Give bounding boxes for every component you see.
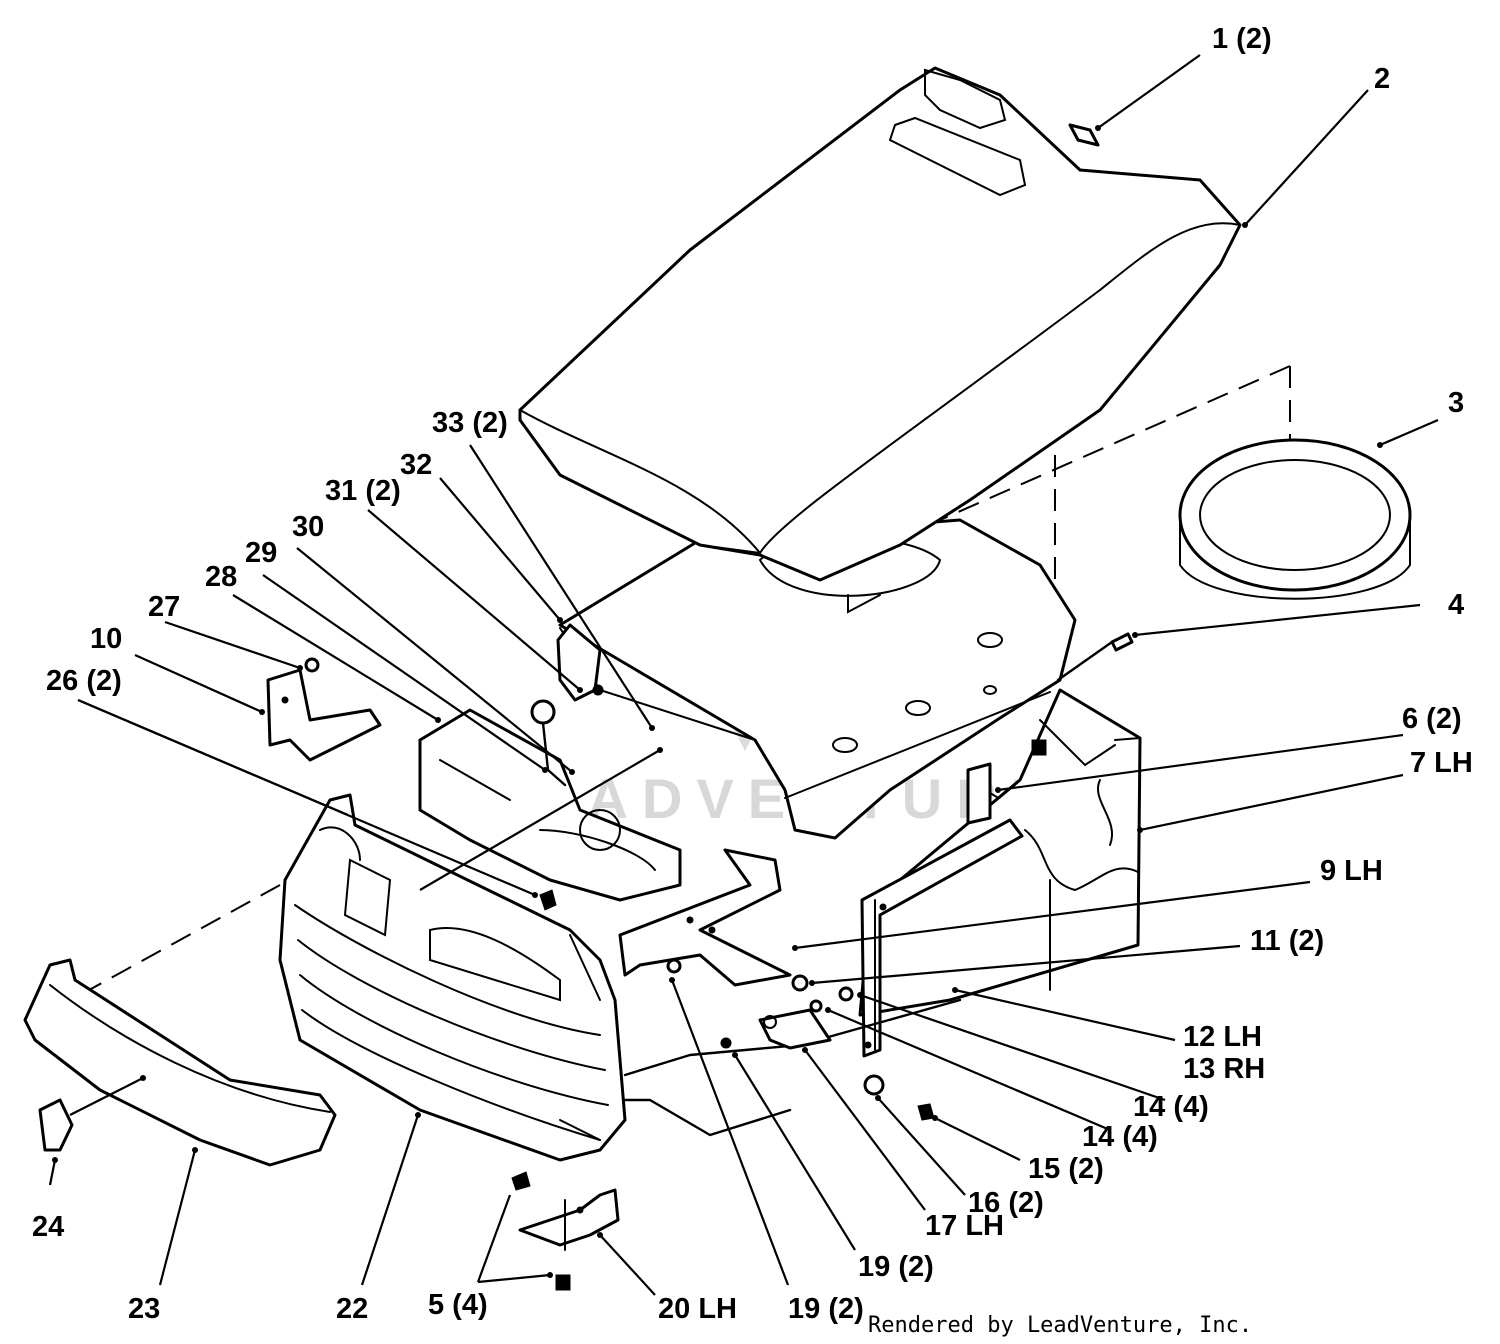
label-part-9: 9 LH: [1320, 855, 1383, 887]
label-part-7: 7 LH: [1410, 747, 1473, 779]
hardware-fasteners: [511, 632, 1134, 1291]
emblem-part-24: [38, 1098, 74, 1152]
label-part-20: 20 LH: [658, 1293, 737, 1325]
label-part-6: 6 (2): [1402, 703, 1462, 735]
label-part-23: 23: [128, 1293, 160, 1325]
label-part-14b: 14 (4): [1082, 1121, 1158, 1153]
label-part-27: 27: [148, 591, 180, 623]
label-part-32: 32: [400, 449, 432, 481]
label-part-22: 22: [336, 1293, 368, 1325]
block-part-6: [966, 762, 992, 825]
fastener-part-27: [304, 657, 320, 673]
label-part-15: 15 (2): [1028, 1153, 1104, 1185]
bumper-part-23: [23, 958, 337, 1167]
label-part-33: 33 (2): [432, 407, 508, 439]
render-credit: Rendered by LeadVenture, Inc.: [868, 1313, 1252, 1338]
side-panel-part-7: [858, 688, 1142, 1017]
label-part-12: 12 LH: [1183, 1021, 1262, 1053]
bracket-part-10: [266, 668, 382, 762]
label-part-4: 4: [1448, 589, 1464, 621]
grille-part-22: [278, 793, 627, 1162]
hood-part-2: [518, 66, 1242, 840]
label-part-3: 3: [1448, 387, 1464, 419]
part-labels: 1 (2) 2 3 4 6 (2) 7 LH 9 LH 11 (2) 12 LH…: [32, 23, 1473, 1325]
bracket-part-9: [618, 848, 792, 987]
bracket-part-20: [518, 1188, 620, 1251]
label-part-19a: 19 (2): [858, 1251, 934, 1283]
screw-part-31: [592, 684, 604, 696]
label-part-29: 29: [245, 537, 277, 569]
label-part-31: 31 (2): [325, 475, 401, 507]
label-part-11: 11 (2): [1250, 925, 1324, 957]
label-part-26: 26 (2): [46, 665, 122, 697]
label-part-1: 1 (2): [1212, 23, 1272, 55]
label-part-17: 17 LH: [925, 1210, 1004, 1242]
label-part-16: 16 (2): [968, 1187, 1044, 1219]
leader-lines: [48, 54, 1439, 1296]
label-part-24: 24: [32, 1211, 64, 1243]
label-part-2: 2: [1374, 63, 1390, 95]
label-part-19b: 19 (2): [788, 1293, 864, 1325]
ring-part-3: [1178, 438, 1412, 600]
label-part-13: 13 RH: [1183, 1053, 1265, 1085]
label-part-28: 28: [205, 561, 237, 593]
label-part-5: 5 (4): [428, 1289, 488, 1321]
label-part-10: 10: [90, 623, 122, 655]
headlight-housing-part-28: [418, 708, 682, 902]
frame-rail-part-12-13: [860, 818, 1024, 1058]
label-part-30: 30: [292, 511, 324, 543]
label-part-14a: 14 (4): [1133, 1091, 1209, 1123]
bracket-part-17: [758, 1008, 832, 1050]
base-plate-outline: [623, 998, 962, 1137]
